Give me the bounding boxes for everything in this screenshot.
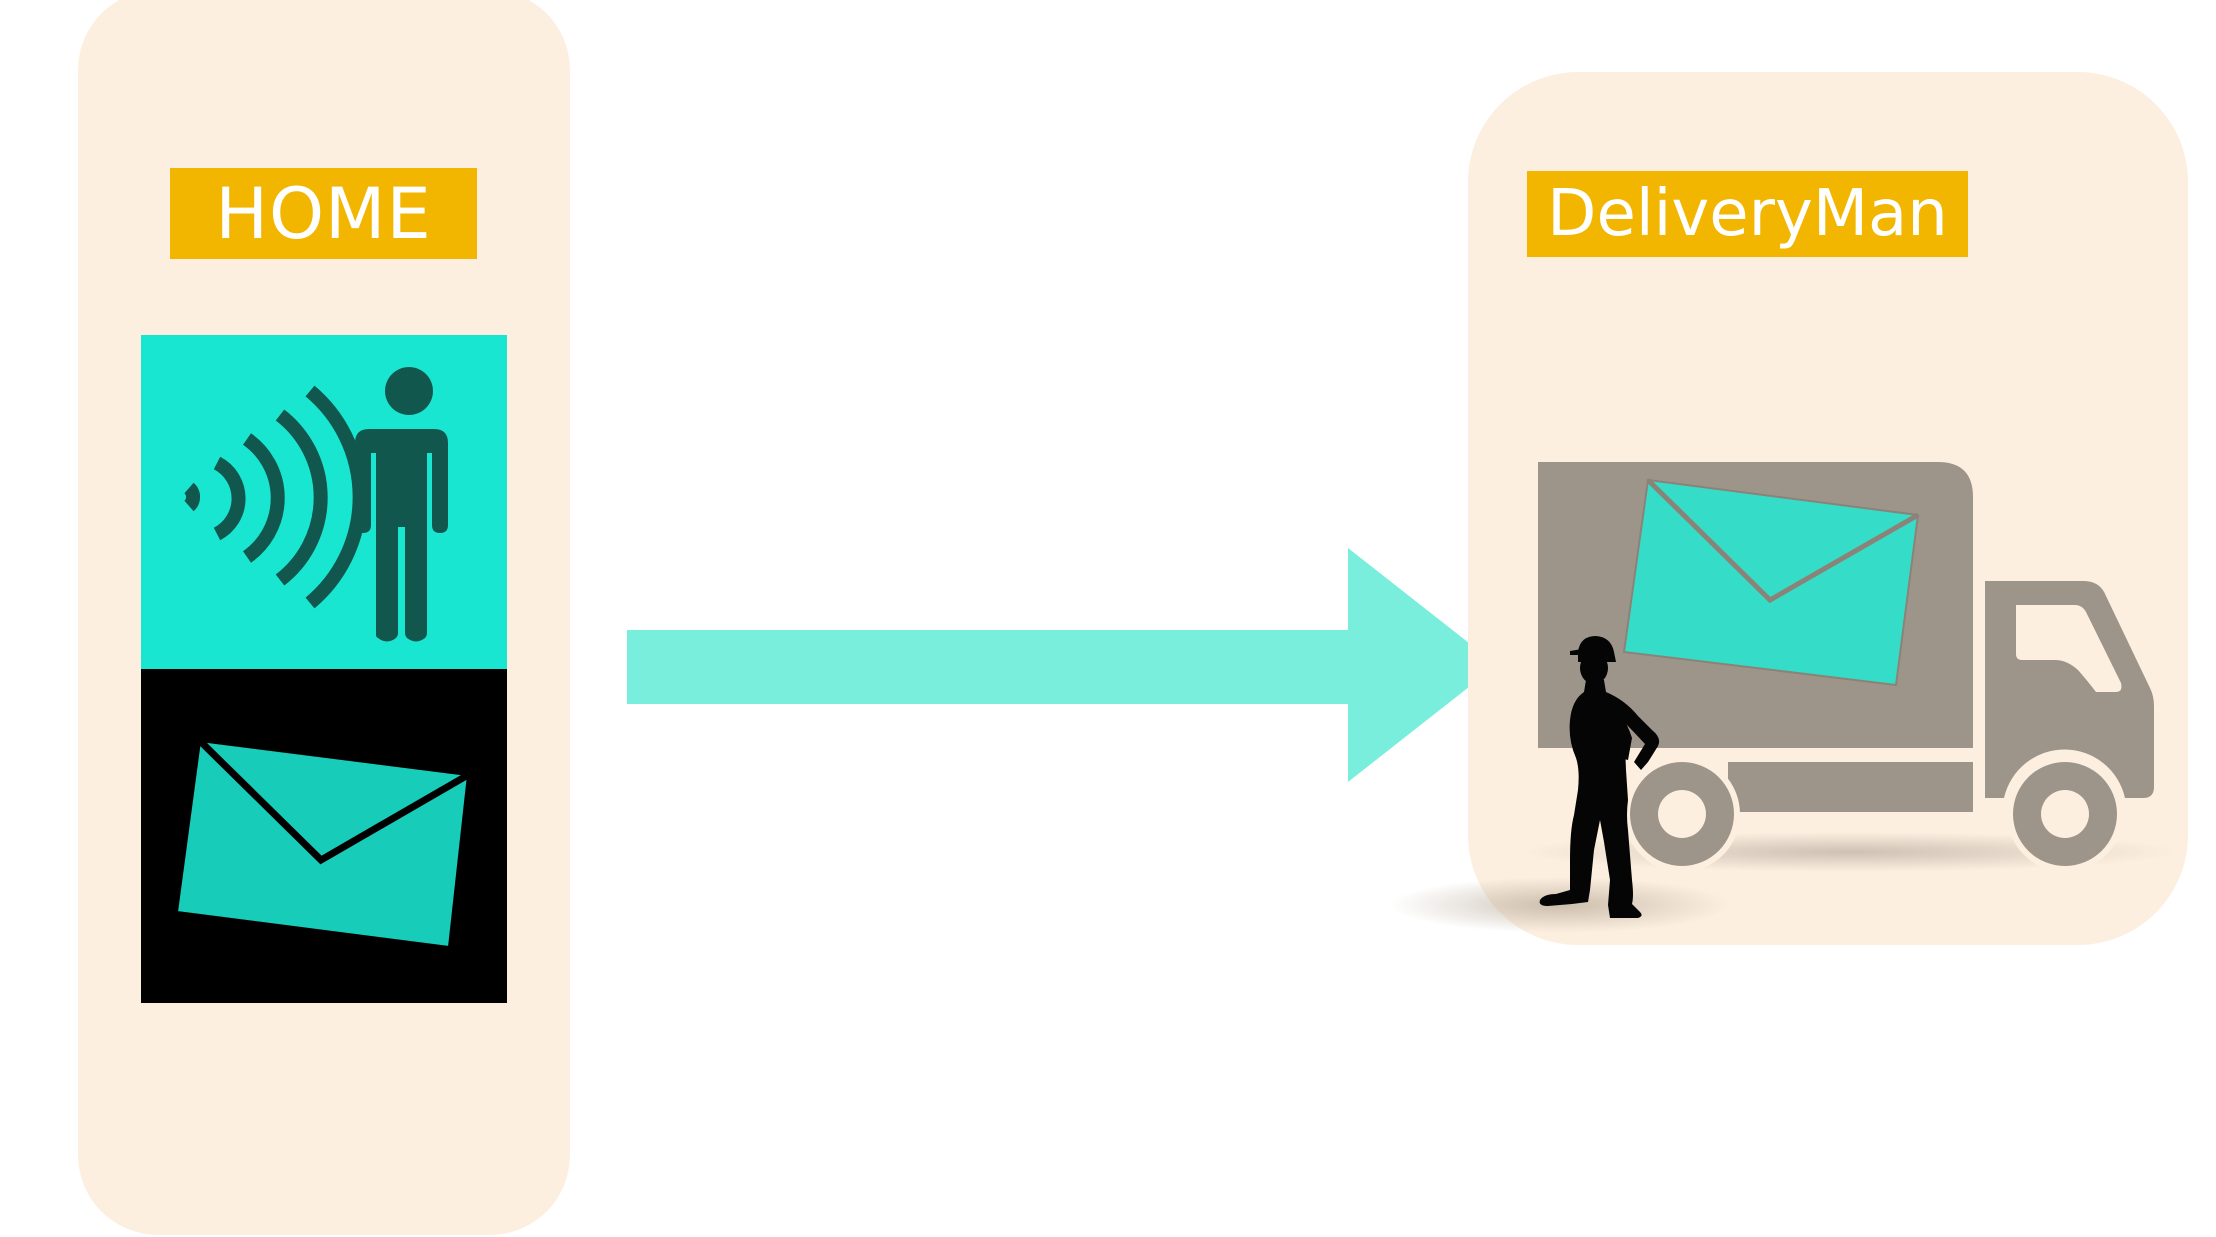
envelope-icon	[175, 738, 470, 949]
mail-tile	[141, 669, 507, 1003]
truck-window	[2016, 605, 2122, 692]
truck-envelope-icon	[1622, 478, 1920, 687]
delivery-man-silhouette	[1539, 636, 1660, 918]
person-icon	[355, 367, 448, 642]
home-label: HOME	[170, 168, 477, 259]
delivery-label: DeliveryMan	[1527, 171, 1968, 257]
truck-wheel-front	[2007, 756, 2123, 872]
presence-sensor-tile	[141, 335, 507, 669]
presence-sensor-graphic	[183, 367, 448, 642]
truck-wheel-rear	[1624, 756, 1740, 872]
